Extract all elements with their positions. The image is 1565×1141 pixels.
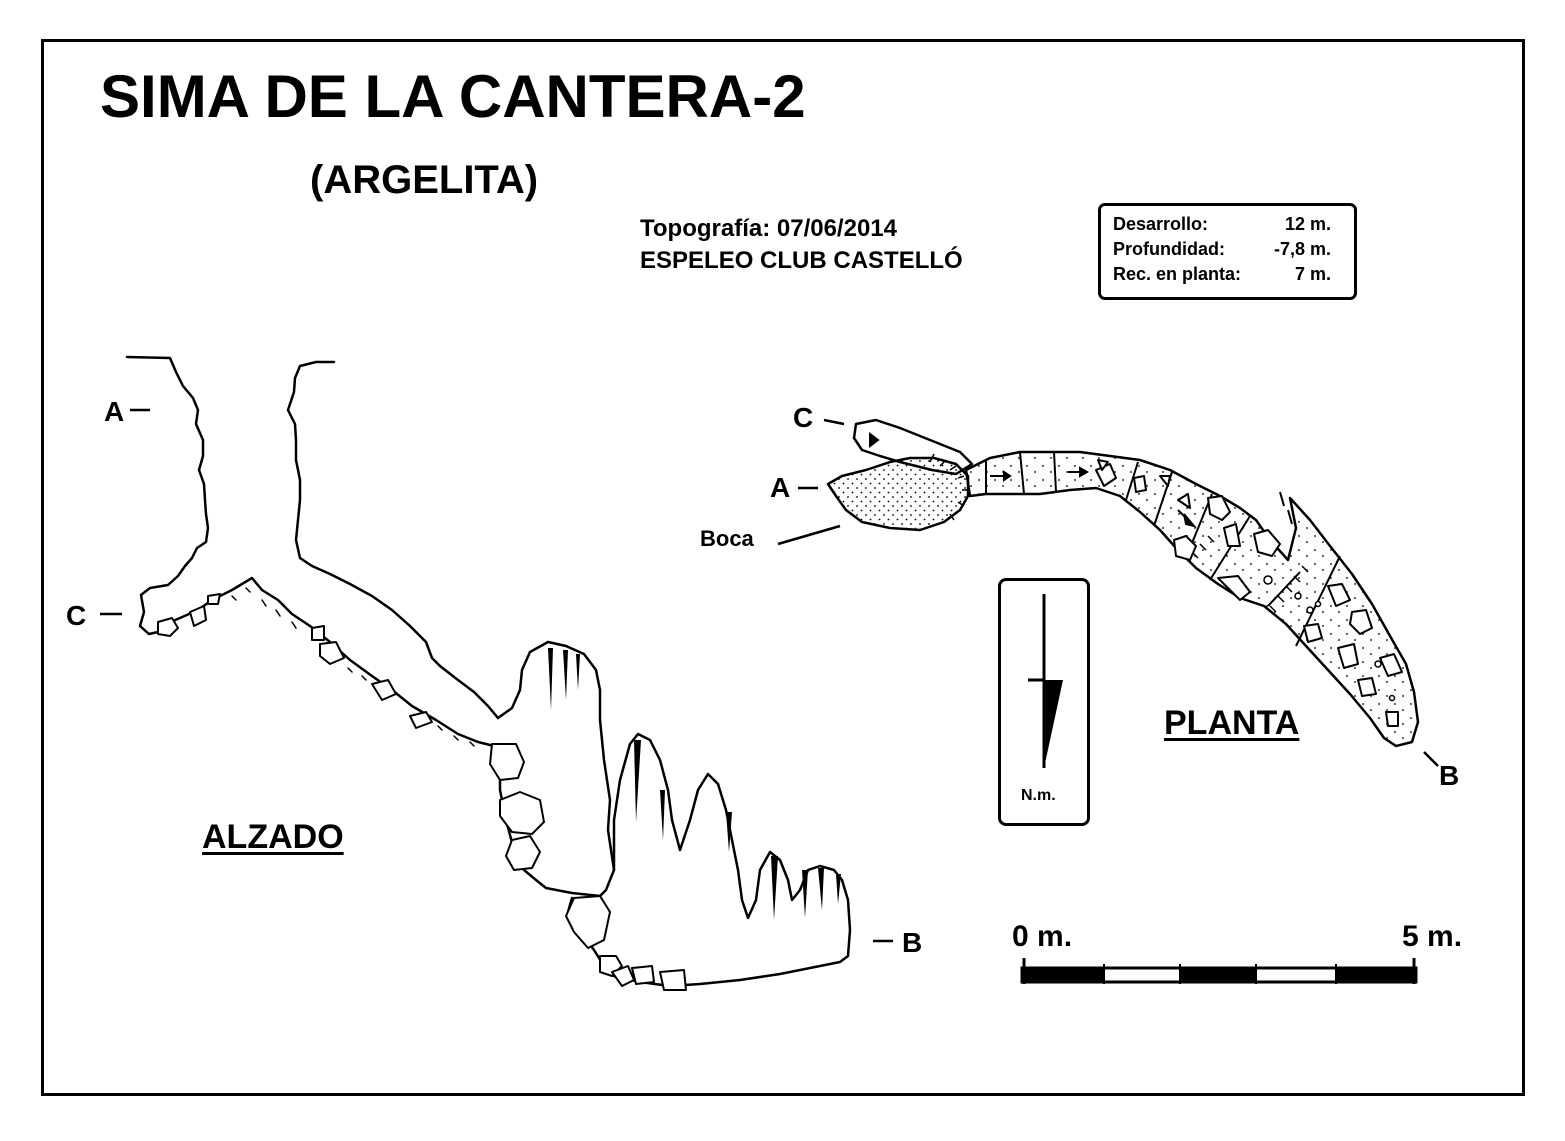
block bbox=[1357, 677, 1377, 697]
plan-section-lines bbox=[985, 451, 1341, 647]
map-subtitle: (ARGELITA) bbox=[310, 158, 539, 202]
elevation-stalactites bbox=[548, 648, 841, 920]
block bbox=[319, 641, 345, 665]
survey-date: Topografía: 07/06/2014 bbox=[640, 215, 897, 242]
plan-pebbles bbox=[1263, 575, 1396, 702]
elevation-profile bbox=[125, 355, 852, 988]
stat-value: -7,8 m. bbox=[1273, 239, 1331, 259]
elevation-ticks bbox=[100, 408, 893, 943]
elevation-point-b: B bbox=[902, 927, 923, 958]
block bbox=[1177, 493, 1191, 509]
plan-point-a: A bbox=[770, 472, 791, 503]
plan-point-b: B bbox=[1439, 760, 1460, 791]
block bbox=[1379, 653, 1403, 677]
stat-value: 12 m. bbox=[1284, 214, 1331, 234]
slope-arrow bbox=[1079, 466, 1090, 478]
block bbox=[1207, 495, 1231, 521]
block bbox=[1327, 583, 1351, 607]
entrance-label: Boca bbox=[700, 526, 754, 551]
stalactite bbox=[818, 868, 824, 910]
survey-credits: Topografía: 07/06/2014 ESPELEO CLUB CAST… bbox=[640, 213, 963, 277]
scale-start-label: 0 m. bbox=[1012, 920, 1073, 953]
elevation-right-wall bbox=[286, 360, 500, 720]
block bbox=[659, 969, 687, 991]
stalactite bbox=[548, 648, 553, 710]
stat-value: 7 m. bbox=[1294, 264, 1331, 284]
stalactite bbox=[836, 874, 841, 904]
plan-gallery bbox=[964, 450, 1420, 748]
block bbox=[1303, 623, 1323, 643]
north-arrow-box: N.m. bbox=[998, 578, 1090, 826]
stalactite bbox=[726, 812, 732, 852]
block bbox=[499, 791, 545, 835]
block bbox=[1217, 575, 1251, 601]
plan-entrance bbox=[826, 456, 970, 532]
slope-arrow bbox=[869, 432, 880, 448]
north-arrow-icon bbox=[1028, 594, 1063, 768]
plan-slope-arrows bbox=[869, 432, 1197, 528]
map-frame bbox=[41, 39, 1525, 1096]
block bbox=[409, 711, 433, 729]
stalactite bbox=[771, 856, 778, 920]
survey-club: ESPELEO CLUB CASTELLÓ bbox=[640, 247, 963, 274]
block bbox=[505, 835, 541, 871]
stalactite bbox=[563, 650, 568, 700]
entrance-pointer bbox=[777, 524, 841, 546]
map-title: SIMA DE LA CANTERA-2 bbox=[100, 63, 806, 130]
plan-pitch-ticks bbox=[929, 453, 1309, 613]
tick-b bbox=[1423, 751, 1439, 767]
stat-label: Rec. en planta: bbox=[1113, 264, 1242, 284]
slope-arrow bbox=[1003, 470, 1012, 482]
block bbox=[1133, 475, 1147, 493]
block bbox=[1349, 609, 1373, 635]
block bbox=[371, 679, 397, 701]
block bbox=[1223, 523, 1241, 547]
cave-stats-box: Desarrollo: 12 m. Profundidad: -7,8 m. R… bbox=[1098, 203, 1357, 300]
tick-c bbox=[823, 418, 845, 426]
scale-bar bbox=[1020, 958, 1418, 984]
stalactite bbox=[660, 790, 665, 840]
block bbox=[1097, 459, 1109, 471]
block bbox=[489, 743, 525, 781]
plan-point-c: C bbox=[793, 402, 814, 433]
plan-ticks bbox=[777, 418, 1439, 767]
stalactite bbox=[802, 870, 808, 918]
block bbox=[157, 617, 179, 637]
block bbox=[1159, 475, 1171, 487]
stat-label: Desarrollo: bbox=[1113, 214, 1209, 234]
elevation-point-a: A bbox=[104, 396, 125, 427]
plan-blocks bbox=[1095, 459, 1403, 727]
elevation-chamber bbox=[566, 732, 852, 988]
plan-label: PLANTA bbox=[1164, 704, 1300, 742]
scale-end-label: 5 m. bbox=[1402, 920, 1463, 953]
block bbox=[565, 895, 611, 949]
block bbox=[1253, 529, 1281, 557]
slope-arrow bbox=[1183, 513, 1197, 528]
stalactite bbox=[634, 740, 641, 822]
elevation-sediment bbox=[231, 587, 475, 747]
stalactite bbox=[576, 654, 580, 690]
north-label: N.m. bbox=[1021, 787, 1056, 804]
block bbox=[1337, 643, 1359, 669]
plan-fissure bbox=[1279, 491, 1293, 525]
block bbox=[631, 965, 655, 985]
block bbox=[207, 593, 221, 605]
block bbox=[189, 605, 207, 627]
block bbox=[1173, 535, 1197, 561]
elevation-blocks bbox=[157, 593, 687, 991]
block bbox=[311, 625, 325, 641]
plan-view bbox=[826, 418, 1420, 748]
elevation-left-wall bbox=[125, 355, 496, 748]
block bbox=[1385, 711, 1399, 727]
stat-label: Profundidad: bbox=[1113, 239, 1225, 259]
elevation-point-c: C bbox=[66, 600, 87, 631]
elevation-label: ALZADO bbox=[202, 818, 344, 856]
